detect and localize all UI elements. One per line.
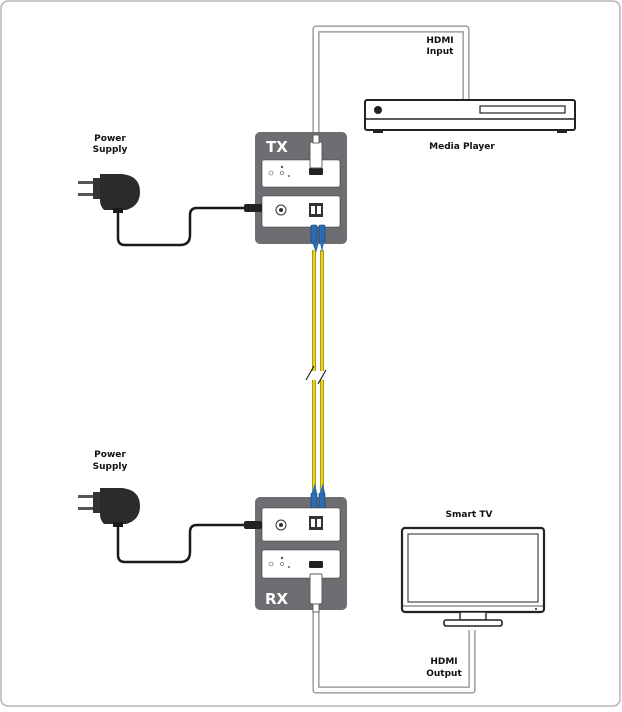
power-cable-top xyxy=(116,206,260,247)
tx-fiber-panel xyxy=(261,195,341,228)
power-adapter-top xyxy=(78,174,140,213)
dc-plug-top xyxy=(244,204,262,212)
tx-unit: TX xyxy=(255,132,347,253)
dc-plug-bottom xyxy=(244,521,262,529)
power-supply-top-label-line2: Supply xyxy=(93,145,128,155)
power-supply-bottom-label-line1: Power xyxy=(94,450,126,460)
hdmi-output-label-line2: Output xyxy=(426,669,462,679)
tx-label: TX xyxy=(266,138,288,156)
hdmi-input-cable xyxy=(312,25,470,135)
smart-tv-label: Smart TV xyxy=(446,510,493,520)
power-supply-top-label-line1: Power xyxy=(94,134,126,144)
hdmi-output-cable xyxy=(312,610,476,694)
rx-hdmi-panel xyxy=(261,549,341,579)
media-player-icon xyxy=(364,99,576,133)
rx-fiber-panel xyxy=(261,507,341,542)
power-supply-bottom-label-line2: Supply xyxy=(93,462,128,472)
fiber-cable xyxy=(305,250,330,495)
tx-hdmi-panel xyxy=(261,159,341,188)
power-adapter-bottom xyxy=(78,488,140,527)
hdmi-input-label-line1: HDMI xyxy=(426,36,453,46)
power-cable-bottom xyxy=(116,523,260,564)
rx-unit: RX xyxy=(255,483,347,613)
hdmi-input-label-line2: Input xyxy=(427,47,455,57)
hdmi-output-label-line1: HDMI xyxy=(430,657,457,667)
media-player-label: Media Player xyxy=(429,142,495,152)
rx-label: RX xyxy=(265,590,289,608)
smart-tv-icon xyxy=(400,526,546,627)
